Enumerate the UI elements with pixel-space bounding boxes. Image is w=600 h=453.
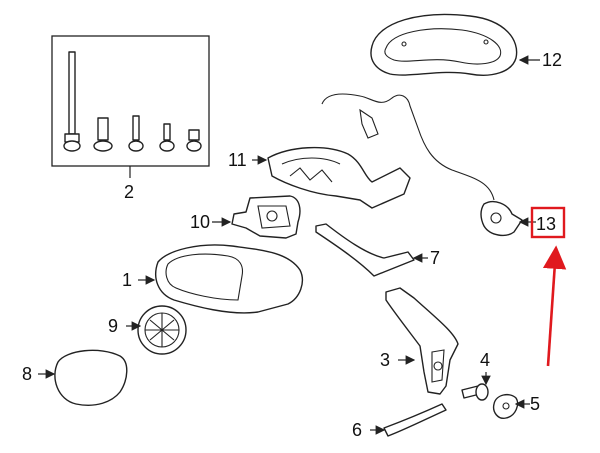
part-8-mirror-glass — [54, 349, 128, 406]
callout-10: 10 — [190, 212, 210, 232]
part-2-hardware-kit — [51, 35, 210, 167]
part-1-mirror-assembly — [155, 244, 304, 314]
red-pointer-arrow — [542, 245, 567, 367]
callout-11: 11 — [228, 150, 247, 170]
callout-1: 1 — [122, 270, 132, 290]
part-11-mirror-housing — [267, 146, 411, 209]
part-6-seal-strip — [383, 403, 447, 437]
part-3-mounting-base — [385, 287, 459, 395]
callout-9: 9 — [108, 316, 118, 336]
part-10-actuator-bracket — [231, 195, 301, 239]
callout-7: 7 — [430, 248, 440, 268]
part-13-wiring-harness — [321, 93, 523, 237]
callout-5: 5 — [530, 394, 540, 414]
callout-3: 3 — [380, 350, 390, 370]
callout-13: 13 — [536, 214, 556, 234]
callout-4: 4 — [480, 350, 490, 370]
callout-8: 8 — [22, 364, 32, 384]
part-9-adjust-motor — [137, 305, 187, 355]
callout-12: 12 — [542, 50, 562, 70]
highlight-box-13 — [530, 206, 566, 239]
callout-2: 2 — [124, 182, 134, 202]
part-5-clip — [492, 393, 519, 419]
callout-6: 6 — [352, 420, 362, 440]
part-7-trim-strip — [315, 223, 415, 277]
part-12-mirror-cover — [370, 13, 518, 76]
part-4-screw — [461, 383, 489, 401]
